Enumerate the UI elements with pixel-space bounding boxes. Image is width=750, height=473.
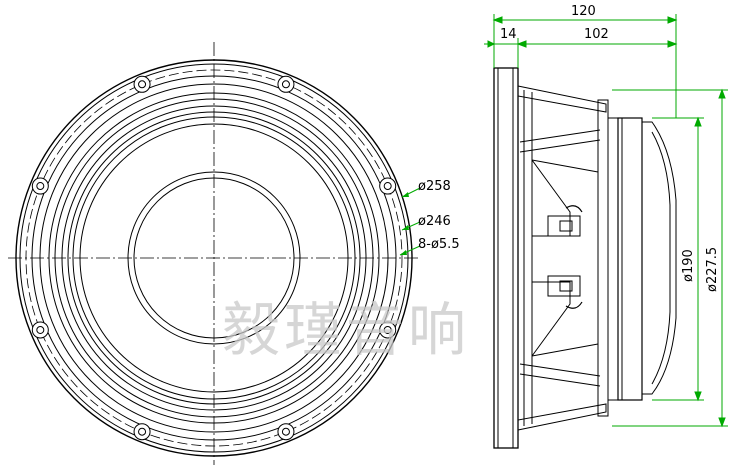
mounting-tab (379, 321, 397, 339)
surround-ring-1 (54, 98, 374, 418)
cone-outer (79, 123, 349, 393)
mounting-tab (133, 423, 151, 441)
terminal-top (547, 215, 581, 237)
mounting-hole (281, 80, 290, 89)
mounting-hole (281, 427, 290, 436)
mounting-circle (25, 69, 403, 447)
callout-holes: 8-ø5.5 (418, 237, 460, 252)
front-callouts: ø258 ø246 8-ø5.5 (399, 179, 460, 256)
terminal-bottom (547, 275, 581, 297)
dim-flange: 14 (500, 27, 517, 42)
dim-total-depth: 120 (571, 4, 596, 19)
callout-outer-diameter: ø258 (418, 179, 451, 194)
dim-body-depth: 102 (584, 27, 609, 42)
surround-outer (48, 92, 380, 424)
mounting-hole (383, 182, 392, 191)
frame-outer-edge (15, 59, 413, 457)
dim-cutout-dia: ø227.5 (705, 247, 720, 292)
mounting-holes (31, 75, 397, 441)
dust-cap-outer (127, 171, 301, 345)
surround-ring-2 (61, 105, 367, 411)
dust-cap-inner (133, 177, 295, 339)
magnet (617, 117, 643, 401)
mounting-hole (383, 325, 392, 334)
flange (493, 67, 519, 449)
watermark-text: 毅瑾音响 (222, 296, 470, 364)
mounting-hole (36, 182, 45, 191)
mounting-tab (31, 177, 49, 195)
front-view (8, 42, 420, 465)
mounting-tab (277, 75, 295, 93)
basket-rear-plate (597, 99, 609, 417)
gasket-ring (39, 83, 389, 433)
mounting-tab (379, 177, 397, 195)
callout-mount-circle: ø246 (418, 214, 451, 229)
basket-top (517, 85, 607, 113)
dim-magnet-dia: ø190 (681, 249, 696, 282)
magnet-back-cover (642, 121, 677, 395)
surround-ring-4 (72, 116, 356, 400)
mounting-hole (138, 80, 147, 89)
side-view (493, 67, 677, 449)
surround-ring-3 (67, 111, 361, 405)
mounting-hole (138, 427, 147, 436)
frame-ring-3 (31, 75, 397, 441)
frame-ring-2 (19, 63, 409, 453)
mounting-tab (133, 75, 151, 93)
mounting-tab (31, 321, 49, 339)
basket-bottom (517, 403, 607, 431)
side-dimensions (484, 14, 728, 428)
magnet-top-plate (607, 117, 619, 401)
mounting-hole (36, 325, 45, 334)
mounting-tab (277, 423, 295, 441)
